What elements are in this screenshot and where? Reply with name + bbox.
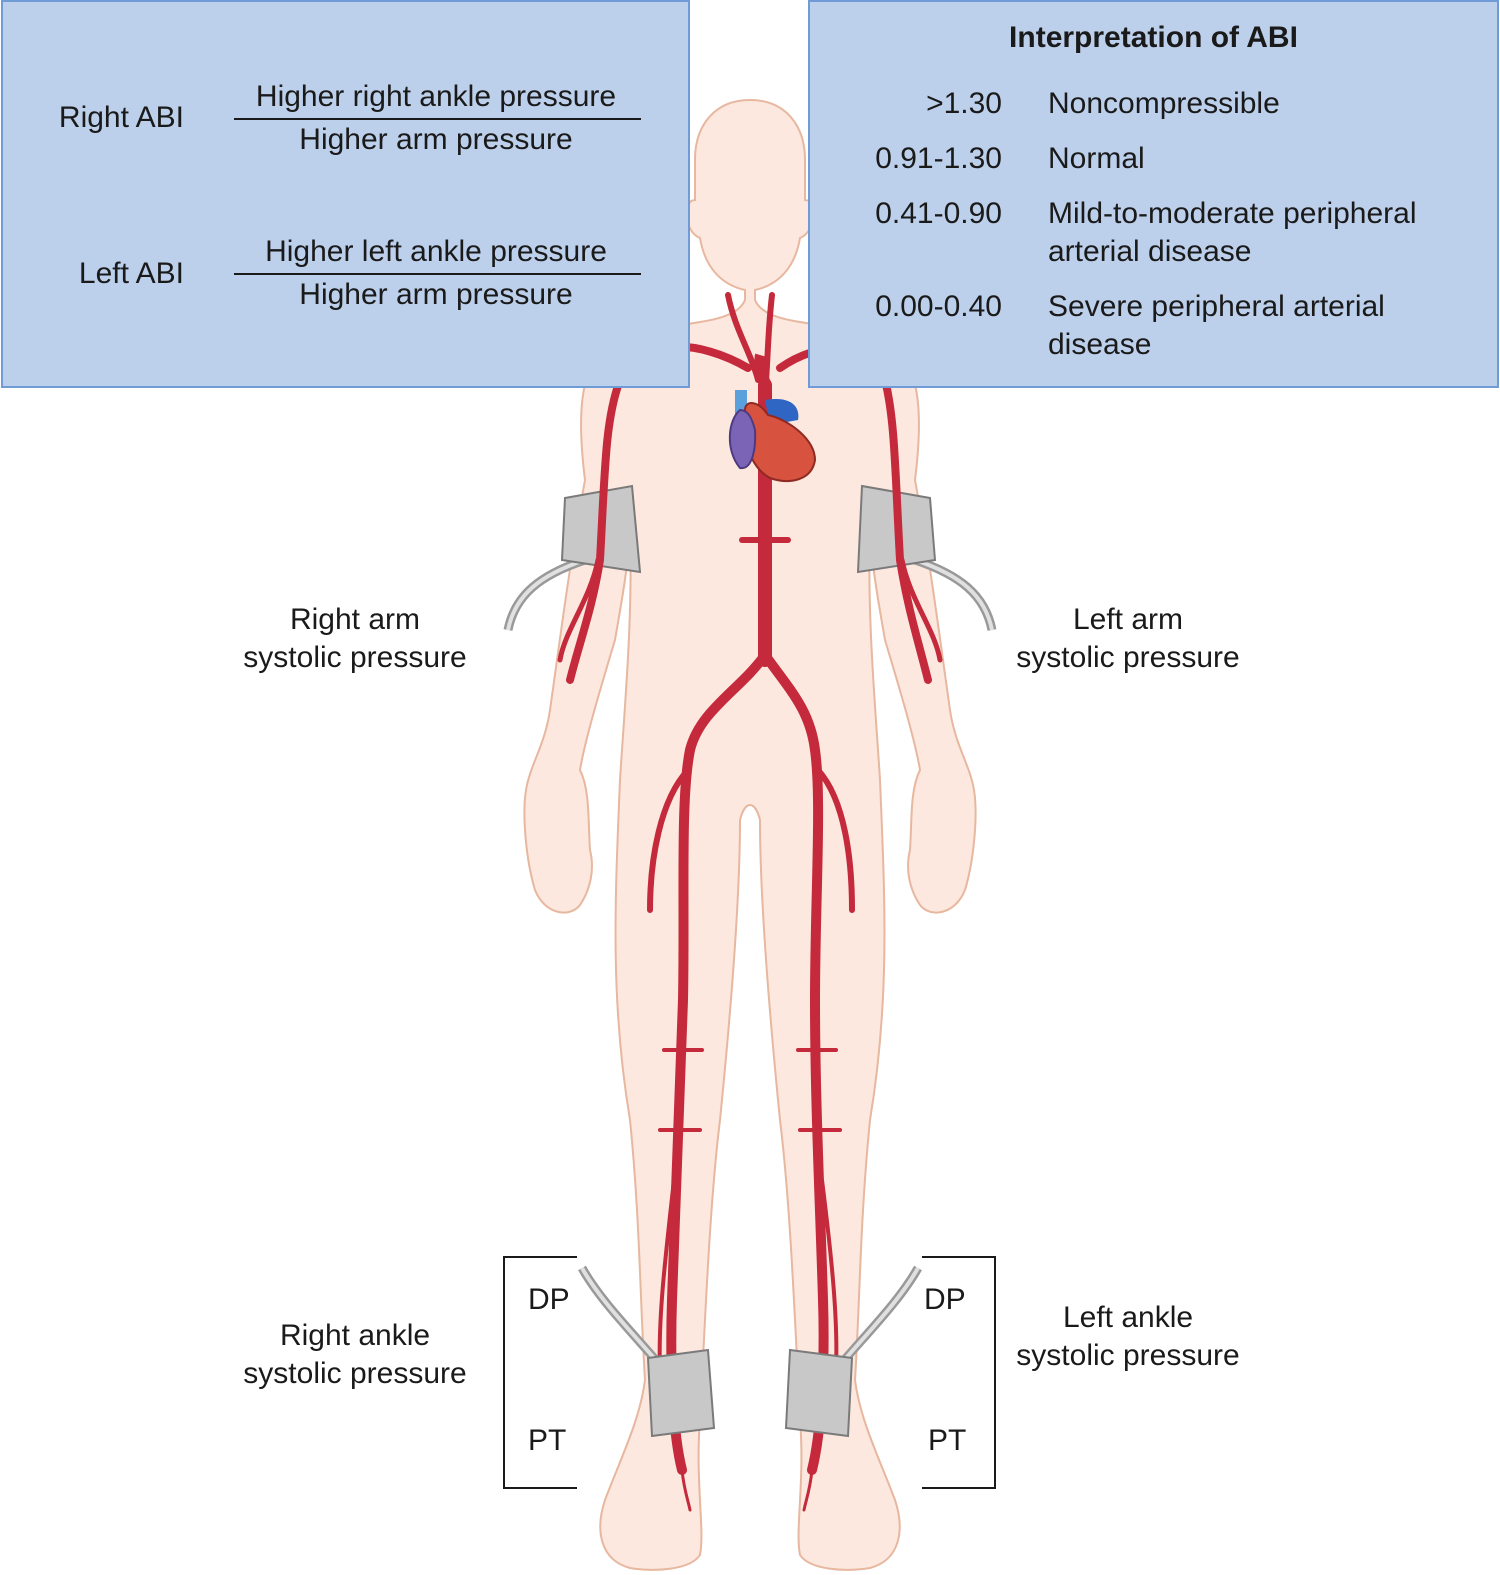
right-arm-cuff-tube-inner xyxy=(506,558,586,631)
left-pt-label: PT xyxy=(928,1424,967,1457)
left-abi-label: Left ABI xyxy=(78,257,184,290)
right-dp-label: DP xyxy=(528,1283,570,1316)
abi-range: >1.30 xyxy=(926,87,1002,120)
abi-range: 0.00-0.40 xyxy=(875,290,1002,323)
left-dp-label: DP xyxy=(924,1283,966,1316)
right-ankle-label-sub: systolic pressure xyxy=(243,1357,467,1390)
right-abi-denominator: Higher arm pressure xyxy=(299,123,573,156)
abi-range: 0.41-0.90 xyxy=(875,197,1002,230)
abi-meaning: Noncompressible xyxy=(1048,87,1280,120)
abi-meaning: Mild-to-moderate peripheral xyxy=(1048,197,1417,230)
right-abi-numerator: Higher right ankle pressure xyxy=(255,80,617,113)
left-arm-label-sub: systolic pressure xyxy=(1016,641,1240,674)
left-abi-numerator: Higher left ankle pressure xyxy=(265,235,607,268)
interpretation-title: Interpretation of ABI xyxy=(1009,21,1298,54)
left-arm-label: Left arm xyxy=(1072,603,1184,636)
right-arm-label-sub: systolic pressure xyxy=(243,641,467,674)
body-silhouette xyxy=(523,98,977,1571)
right-abi-fraction-bar xyxy=(234,118,641,120)
abi-meaning: Severe peripheral arterial xyxy=(1048,290,1385,323)
abi-meaning: arterial disease xyxy=(1048,235,1252,268)
right-ankle-cuff xyxy=(646,1348,716,1438)
right-abi-label: Right ABI xyxy=(58,101,184,134)
left-ankle-bracket xyxy=(922,1256,996,1489)
abi-meaning: disease xyxy=(1048,328,1152,361)
left-ankle-label-sub: systolic pressure xyxy=(1016,1339,1240,1372)
left-ankle-cuff-tube-inner xyxy=(838,1267,920,1367)
abi-formula-panel xyxy=(1,0,690,388)
left-arm-cuff-tube-inner xyxy=(914,558,994,631)
right-ankle-cuff-tube-inner xyxy=(580,1267,662,1367)
abi-meaning: Normal xyxy=(1048,142,1145,175)
left-abi-denominator: Higher arm pressure xyxy=(299,278,573,311)
heart xyxy=(728,353,817,482)
right-ankle-bracket xyxy=(503,1256,577,1489)
right-ankle-label: Right ankle xyxy=(279,1319,431,1352)
right-pt-label: PT xyxy=(528,1424,567,1457)
abi-range: 0.91-1.30 xyxy=(875,142,1002,175)
abi-interpretation-panel xyxy=(808,0,1499,388)
left-abi-fraction-bar xyxy=(234,273,641,275)
right-arm-label: Right arm xyxy=(289,603,421,636)
left-ankle-cuff xyxy=(784,1348,854,1438)
left-ankle-label: Left ankle xyxy=(1062,1301,1194,1334)
